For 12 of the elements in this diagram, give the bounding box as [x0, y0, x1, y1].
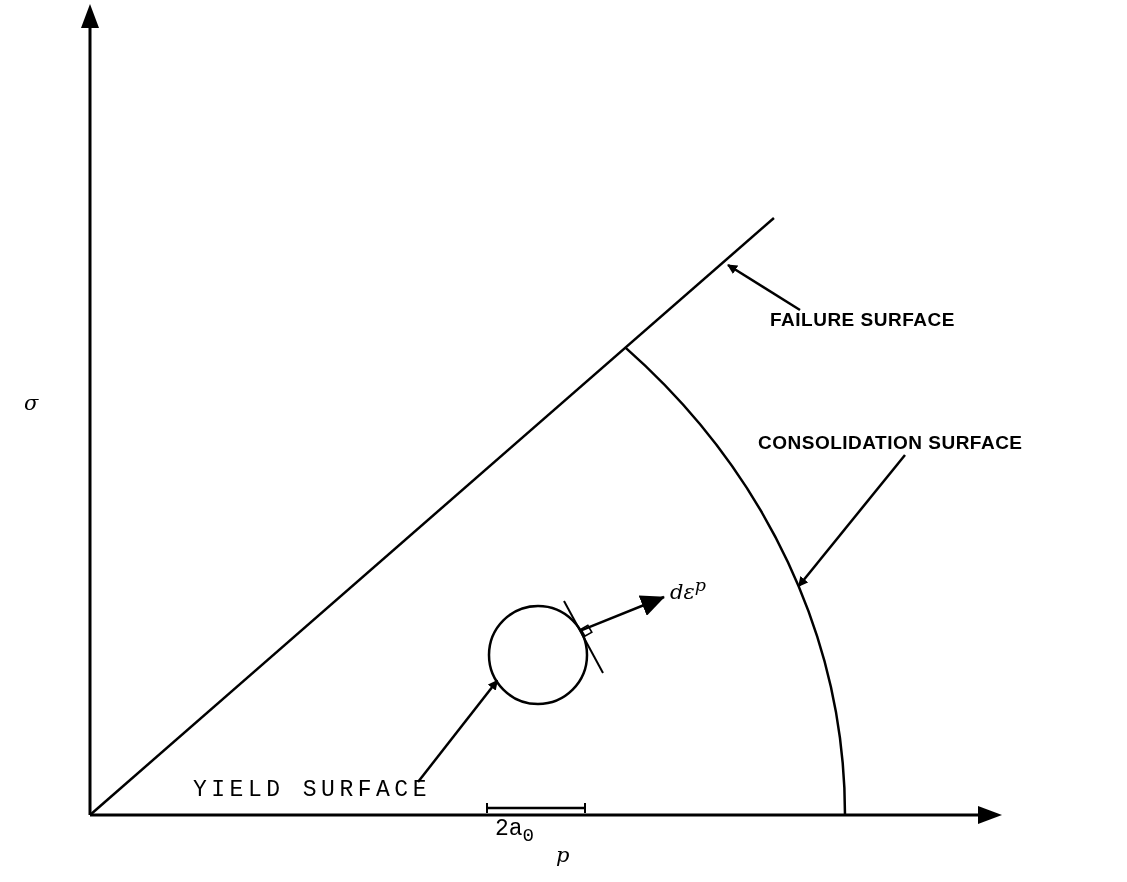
callout-label: CONSOLIDATION SURFACE [758, 433, 1023, 452]
callout-label: FAILURE SURFACE [770, 310, 955, 329]
axis-label: p [556, 845, 570, 866]
callout-label: YIELD SURFACE [193, 779, 431, 802]
leader-line [797, 454, 906, 587]
leader-line [727, 263, 801, 312]
dimension-label: 2a$_{0}$ [495, 818, 535, 846]
yield-circle [487, 604, 589, 706]
axis-label: σ [24, 393, 39, 414]
leader-line [417, 679, 499, 783]
arrow [580, 595, 665, 632]
strain-increment-label: dε$^{p}$ [670, 577, 706, 603]
